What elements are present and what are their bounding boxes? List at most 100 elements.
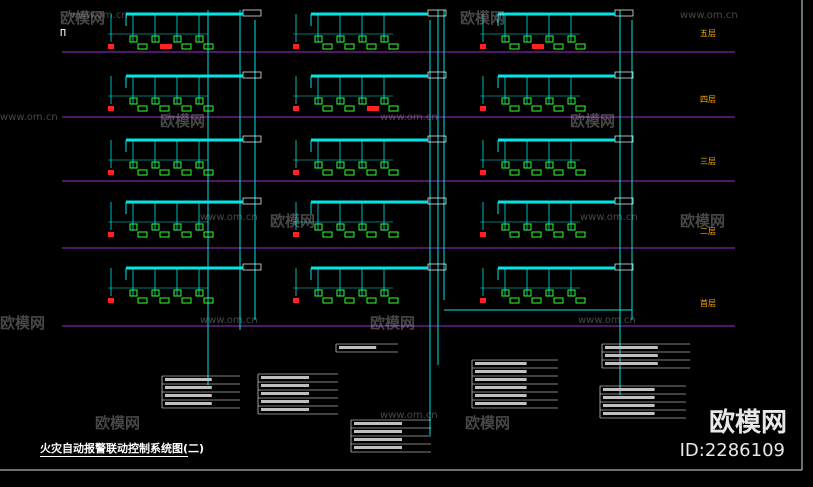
detector-device	[358, 97, 367, 105]
detector-device	[336, 97, 345, 105]
module-device	[137, 231, 148, 238]
cable-note-text	[354, 430, 402, 433]
alarm-device-red	[480, 170, 486, 175]
module-device	[509, 105, 520, 112]
watermark-brand: 欧模网	[160, 112, 206, 130]
detector-device	[314, 161, 323, 169]
detector-device	[545, 97, 554, 105]
module-device	[203, 231, 214, 238]
module-device	[509, 169, 520, 176]
module-device-red	[367, 106, 379, 111]
detector-device	[173, 35, 182, 43]
module-device	[509, 231, 520, 238]
cable-note-text	[354, 422, 402, 425]
alarm-device-red	[108, 232, 114, 237]
cable-note-text	[261, 384, 309, 387]
floor-label-1: 首层	[700, 299, 716, 308]
detector-device	[501, 35, 510, 43]
module-device	[322, 43, 333, 50]
module-device	[159, 231, 170, 238]
cable-note-text	[605, 346, 658, 349]
drawing-title: 火灾自动报警联动控制系统图(二)	[40, 442, 205, 455]
module-device	[388, 169, 399, 176]
alarm-device-red	[108, 106, 114, 111]
module-device	[203, 297, 214, 304]
detector-device	[358, 35, 367, 43]
alarm-device-red	[293, 298, 299, 303]
detector-device	[358, 289, 367, 297]
floor-label-4: 四层	[700, 95, 716, 104]
module-device	[553, 231, 564, 238]
module-device	[531, 105, 542, 112]
cable-note-text	[354, 438, 402, 441]
module-device	[553, 169, 564, 176]
module-device	[553, 297, 564, 304]
watermark-site: www.om.cn	[380, 112, 438, 123]
detector-device	[336, 289, 345, 297]
corner-mark: П	[60, 28, 67, 39]
module-device	[181, 43, 192, 50]
detector-device	[567, 161, 576, 169]
alarm-device-red	[480, 232, 486, 237]
detector-device	[523, 289, 532, 297]
module-device	[137, 43, 148, 50]
cable-note-text	[165, 394, 212, 397]
detector-device	[195, 97, 204, 105]
detector-device	[336, 223, 345, 231]
module-device	[137, 105, 148, 112]
detector-device	[195, 35, 204, 43]
module-device	[181, 231, 192, 238]
watermark-site: www.om.cn	[70, 10, 128, 21]
module-device	[322, 169, 333, 176]
detector-device	[314, 97, 323, 105]
module-device	[203, 105, 214, 112]
floor-units	[108, 9, 634, 304]
cable-note-text	[603, 404, 655, 407]
module-device	[366, 169, 377, 176]
module-device	[344, 43, 355, 50]
detector-device	[501, 161, 510, 169]
alarm-device-red	[480, 298, 486, 303]
module-device	[575, 43, 586, 50]
module-device	[344, 169, 355, 176]
floor-label-3: 三层	[700, 157, 716, 166]
module-device	[553, 43, 564, 50]
detector-device	[545, 161, 554, 169]
detector-device	[195, 161, 204, 169]
watermark-brand: 欧模网	[680, 212, 726, 230]
cable-note-text	[261, 408, 309, 411]
detector-device	[523, 223, 532, 231]
watermark-brand: 欧模网	[570, 112, 616, 130]
cable-note-text	[475, 378, 527, 381]
module-device	[181, 105, 192, 112]
detector-device	[314, 35, 323, 43]
floor-lines	[62, 51, 735, 327]
watermark-brand: 欧模网	[270, 212, 316, 230]
watermark-site: www.om.cn	[578, 315, 636, 326]
detector-device	[195, 223, 204, 231]
detector-device	[336, 161, 345, 169]
alarm-device-red	[108, 44, 114, 49]
module-device	[159, 297, 170, 304]
module-device	[388, 105, 399, 112]
module-device	[137, 169, 148, 176]
detector-device	[173, 223, 182, 231]
detector-device	[545, 223, 554, 231]
cable-note-text	[261, 392, 309, 395]
module-device	[509, 43, 520, 50]
cable-note-text	[165, 378, 212, 381]
detector-device	[523, 161, 532, 169]
detector-device	[567, 223, 576, 231]
detector-device	[501, 97, 510, 105]
detector-device	[545, 289, 554, 297]
detector-device	[173, 97, 182, 105]
detector-device	[523, 97, 532, 105]
watermark-brand: 欧模网	[460, 9, 506, 27]
detector-device	[380, 223, 389, 231]
cable-note-text	[354, 446, 402, 449]
cable-note-text	[261, 400, 309, 403]
alarm-device-red	[293, 106, 299, 111]
detector-device	[501, 223, 510, 231]
module-device	[553, 105, 564, 112]
